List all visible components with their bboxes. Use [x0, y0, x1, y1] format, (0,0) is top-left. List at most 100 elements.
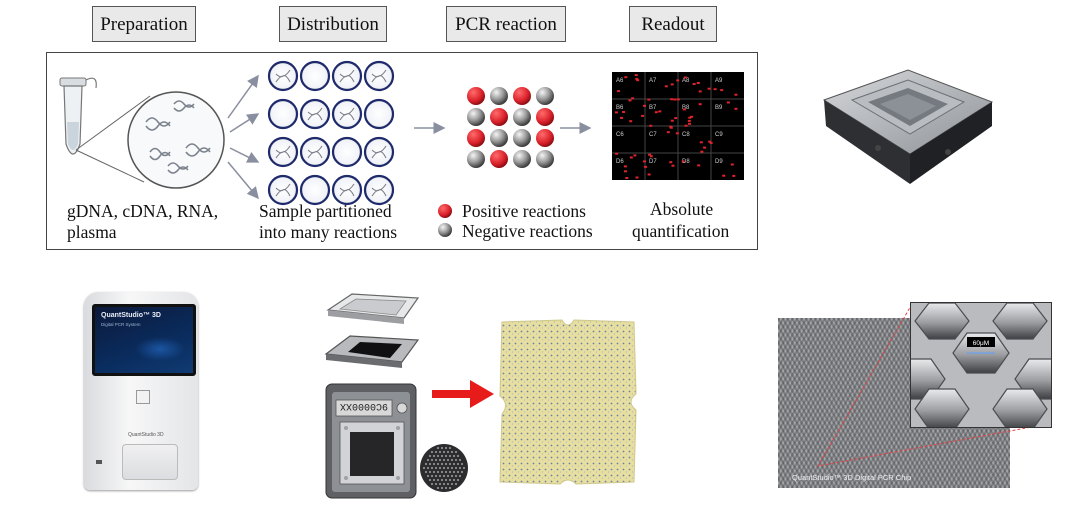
chip-well-dot	[450, 458, 454, 462]
chip-well-dot	[440, 462, 444, 466]
readout-positive-spot	[697, 164, 701, 167]
chip-well-dot	[444, 454, 448, 458]
chip-well-dot	[440, 446, 444, 450]
chip-well-dot	[446, 474, 450, 478]
positive-reaction	[536, 129, 554, 147]
readout-positive-spot	[644, 165, 648, 168]
chip-well-dot	[456, 470, 460, 474]
chip-well-dot	[442, 450, 446, 454]
pcr-reaction-grid	[467, 87, 554, 168]
chip-well-dot	[450, 450, 454, 454]
caption-distribution-line1: Sample partitioned	[259, 201, 392, 221]
partition-wells	[267, 60, 395, 206]
partition-well	[299, 60, 331, 92]
chip-well-dot	[452, 454, 456, 458]
readout-positive-spot	[696, 82, 700, 84]
readout-positive-spot	[629, 120, 633, 123]
positive-reaction	[467, 87, 485, 105]
readout-well-label: C6	[616, 132, 624, 138]
readout-well-label: D8	[682, 159, 690, 165]
chip-well-dot	[430, 450, 434, 454]
readout-positive-spot	[688, 116, 692, 119]
readout-positive-spot	[629, 156, 633, 159]
stage-pcr-reaction: PCR reaction	[446, 6, 566, 42]
readout-positive-spot	[703, 146, 707, 149]
chip-well-dot	[438, 474, 442, 478]
readout-well-label: B7	[649, 105, 657, 111]
readout-positive-spot	[624, 76, 628, 79]
readout-well-label: A8	[682, 78, 690, 84]
readout-positive-spot	[732, 174, 736, 177]
chip-fluorescence-image	[499, 319, 637, 485]
chip-well-dot	[458, 474, 462, 478]
chip-well-dot	[452, 470, 456, 474]
chip-well-dot	[428, 462, 432, 466]
chip-well-dot	[452, 462, 456, 466]
chip-well-dot	[454, 466, 458, 470]
chip-well-dot	[434, 474, 438, 478]
readout-positive-spot	[683, 76, 687, 79]
dna-magnified-icon	[127, 91, 225, 189]
readout-positive-spot	[628, 99, 632, 102]
chip-well-dot	[448, 462, 452, 466]
negative-reaction	[536, 87, 554, 105]
chip-well-dot	[442, 474, 446, 478]
chip-well-dot	[438, 450, 442, 454]
chip-well-dot	[440, 478, 444, 482]
readout-positive-spot	[722, 174, 726, 177]
readout-positive-spot	[671, 164, 675, 167]
chip-well-dot	[424, 470, 428, 474]
sem-caption: QuantStudio™ 3D Digital PCR Chip	[792, 473, 912, 482]
chip-well-dot	[436, 470, 440, 474]
chip-well-dot	[432, 478, 436, 482]
legend-positive-label: Positive reactions	[462, 201, 586, 221]
readout-positive-spot	[643, 160, 646, 163]
caption-readout-line2: quantification	[632, 221, 730, 241]
stage-distribution: Distribution	[279, 6, 387, 42]
readout-positive-spot	[658, 110, 662, 113]
readout-well-label: B8	[682, 105, 690, 111]
chip-well-dot	[430, 482, 434, 486]
readout-positive-spot	[692, 83, 696, 85]
readout-positive-spot	[636, 79, 640, 82]
chip-well-dot	[436, 446, 440, 450]
sample-tube-icon	[59, 77, 97, 155]
chip-well-dot	[452, 478, 456, 482]
chip-well-dot	[446, 466, 450, 470]
readout-positive-spot	[635, 176, 639, 179]
chip-well-dot	[440, 486, 444, 490]
chip-well-dot	[436, 478, 440, 482]
chip-well-dot	[442, 466, 446, 470]
readout-positive-spot	[681, 160, 685, 163]
partition-well	[267, 98, 299, 130]
negative-reaction	[513, 108, 531, 126]
readout-positive-spot	[670, 83, 674, 86]
chip-well-dot	[434, 450, 438, 454]
chip-well-dot	[438, 458, 442, 462]
readout-positive-spot	[674, 117, 678, 120]
chip-well-dot	[448, 478, 452, 482]
instrument-screen-title: QuantStudio™ 3D	[101, 312, 161, 319]
chip-well-dot	[462, 466, 466, 470]
chip-well-dot	[424, 462, 428, 466]
readout-positive-spot	[669, 126, 673, 129]
readout-positive-spot	[720, 89, 724, 92]
chip-well-dot	[430, 466, 434, 470]
caption-preparation-line1: gDNA, cDNA, RNA,	[67, 201, 219, 221]
readout-positive-spot	[666, 131, 670, 134]
readout-positive-spot	[713, 88, 717, 91]
chip-well-dot	[450, 482, 454, 486]
chip-well-dot	[456, 454, 460, 458]
readout-positive-spot	[709, 141, 713, 144]
chip-well-dot	[428, 478, 432, 482]
readout-positive-spot	[670, 119, 674, 122]
chip-well-dot	[448, 470, 452, 474]
stage-readout: Readout	[629, 6, 717, 42]
readout-positive-spot	[698, 103, 702, 106]
positive-reaction	[513, 87, 531, 105]
readout-positive-spot	[687, 119, 691, 122]
readout-positive-spot	[700, 150, 704, 153]
chip-well-dot	[432, 470, 436, 474]
caption-distribution-line2: into many reactions	[259, 222, 398, 242]
